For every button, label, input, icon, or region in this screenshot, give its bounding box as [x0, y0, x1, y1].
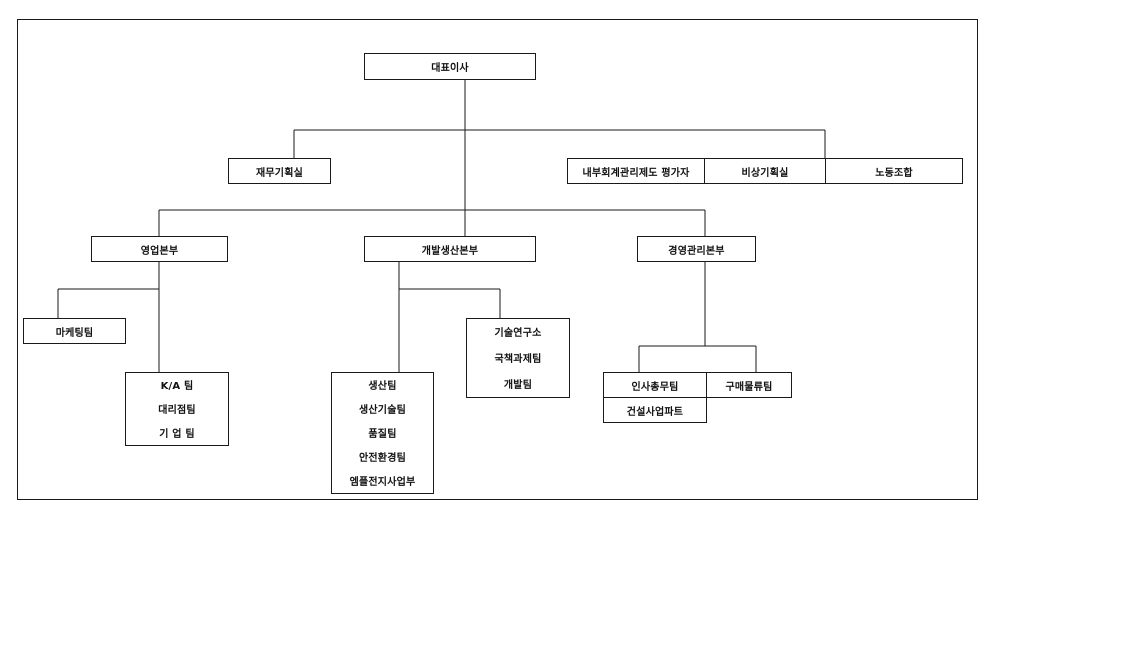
development-team-box: 개발팀: [466, 370, 570, 398]
national-project-team-box: 국책과제팀: [466, 344, 570, 371]
dev-prod-hq-box: 개발생산본부: [364, 236, 536, 262]
safety-env-team-box: 안전환경팀: [331, 444, 434, 469]
corporate-team-box: 기 업 팀: [125, 420, 229, 446]
quality-team-box: 품질팀: [331, 420, 434, 445]
finance-office-box: 재무기획실: [228, 158, 331, 184]
sales-hq-box: 영업본부: [91, 236, 228, 262]
mgmt-hq-box: 경영관리본부: [637, 236, 756, 262]
ka-team-box: K/A 팀: [125, 372, 229, 397]
labor-union-box: 노동조합: [825, 158, 963, 184]
construction-part-box: 건설사업파트: [603, 397, 707, 423]
internal-auditor-box: 내부회계관리제도 평가자: [567, 158, 705, 184]
agency-team-box: 대리점팀: [125, 396, 229, 421]
ceo-box: 대표이사: [364, 53, 536, 80]
marketing-team-box: 마케팅팀: [23, 318, 126, 344]
hr-admin-team-box: 인사총무팀: [603, 372, 707, 398]
prod-tech-team-box: 생산기술팀: [331, 396, 434, 421]
emergency-office-box: 비상기획실: [704, 158, 826, 184]
production-team-box: 생산팀: [331, 372, 434, 397]
tech-lab-box: 기술연구소: [466, 318, 570, 345]
purchasing-team-box: 구매물류팀: [706, 372, 792, 398]
embol-battery-box: 엠플전지사업부: [331, 468, 434, 494]
